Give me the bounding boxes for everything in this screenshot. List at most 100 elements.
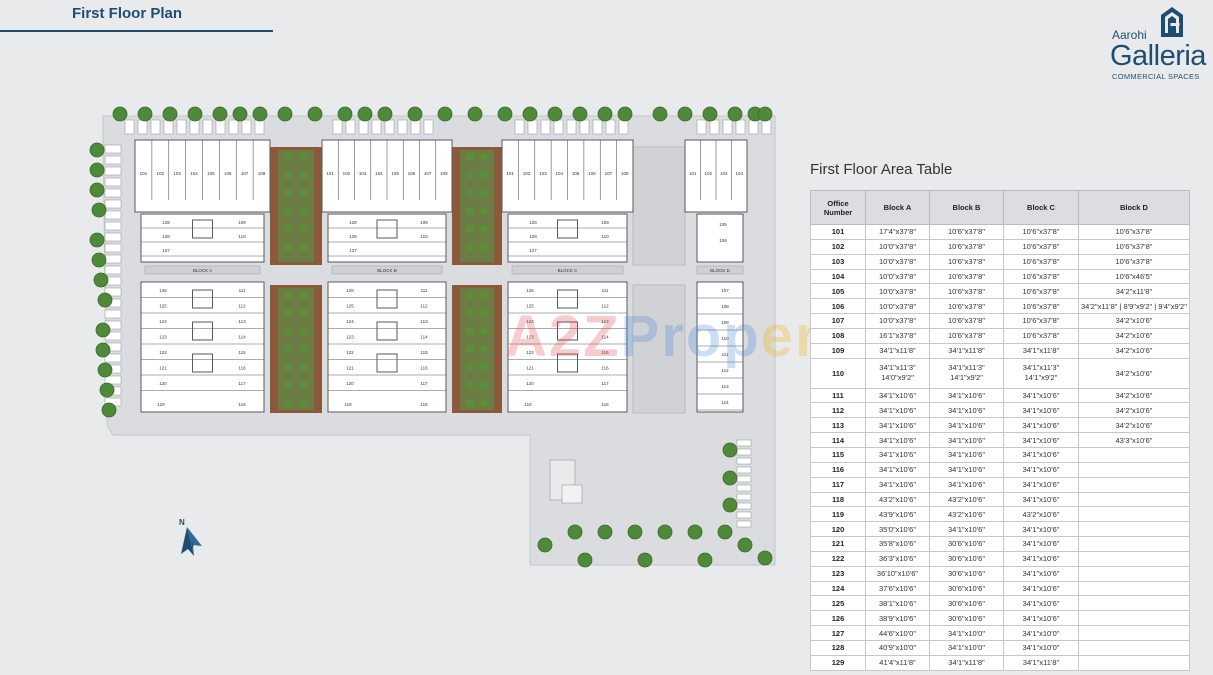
tree-icon (101, 402, 117, 418)
block-d-cell (1078, 506, 1190, 523)
block-b-cell: 34'1"x10'6" (929, 387, 1004, 404)
block-d-cell: 34'2"x10'6" (1078, 313, 1190, 329)
tree-icon (357, 106, 373, 122)
block-c-cell: 34'1"x10'6" (1003, 521, 1079, 538)
block-a-cell: 10'0"x37'8" (865, 238, 930, 255)
tree-icon (112, 106, 128, 122)
office-label: 118 (420, 402, 428, 407)
parking-bay (202, 119, 213, 135)
tree-icon (577, 552, 593, 568)
title-underline (0, 30, 273, 32)
block-d-cell (1078, 536, 1190, 552)
block-b-cell: 34'1"x10'0" (929, 625, 1004, 641)
office-number-cell: 124 (810, 580, 866, 597)
office-label: 117 (420, 381, 428, 386)
shrub-icon (480, 189, 488, 197)
block-b-cell: 30'6"x10'6" (929, 565, 1004, 582)
shrub-icon (466, 309, 474, 317)
office-number-cell: 119 (810, 506, 866, 523)
office-number-cell: 122 (810, 550, 866, 567)
office-number-cell: 121 (810, 536, 866, 552)
shop-label: 102 (523, 171, 531, 176)
office-number-cell: 112 (810, 402, 866, 419)
header-block-c: Block C (1003, 190, 1079, 225)
parking-bay (384, 119, 395, 135)
block-a-cell: 36'10"x10'6" (865, 565, 930, 582)
shrub-icon (480, 207, 488, 215)
block-c-cell: 34'1"x10'6" (1003, 461, 1079, 478)
shrub-icon (300, 291, 308, 299)
block-c-cell: 34'1"x11'8" (1003, 342, 1079, 359)
tree-icon (757, 550, 773, 566)
block-b-cell: 10'6"x37'8" (929, 298, 1004, 315)
brand-name-aarohi: Aarohi (1112, 28, 1147, 42)
tree-icon (697, 552, 713, 568)
parking-bay (514, 119, 525, 135)
tree-icon (617, 106, 633, 122)
office-label: 116 (238, 366, 246, 371)
block-lower-section (327, 281, 447, 413)
parking-bay (761, 119, 772, 135)
block-a-cell: 10'0"x37'8" (865, 313, 930, 329)
shrub-icon (466, 189, 474, 197)
block-b-cell: 34'1"x10'6" (929, 417, 1004, 434)
shrub-icon (300, 399, 308, 407)
block-d-cell (1078, 654, 1190, 671)
parking-bay (736, 439, 752, 447)
block-c-cell: 34'1"x10'6" (1003, 491, 1079, 508)
shrub-icon (480, 363, 488, 371)
block-a-cell: 34'1"x10'6" (865, 432, 930, 448)
block-a-cell: 34'1"x11'8" (865, 342, 930, 359)
office-label: 108 (721, 304, 729, 309)
parking-bay (736, 466, 752, 474)
tree-icon (467, 106, 483, 122)
shop-label: 103 (359, 171, 367, 176)
office-number-cell: 104 (810, 268, 866, 285)
tree-icon (637, 552, 653, 568)
tree-icon (89, 232, 105, 248)
office-label: 123 (346, 335, 354, 340)
tree-icon (717, 524, 733, 540)
shop-label: 108 (621, 171, 629, 176)
shop-label: 105 (391, 171, 399, 176)
compass-icon: N (179, 518, 202, 556)
block-d-cell (1078, 610, 1190, 627)
block-b-cell: 30'6"x10'6" (929, 580, 1004, 597)
block-label: BLOCK B (377, 268, 397, 273)
block-label: BLOCK A (193, 268, 212, 273)
parking-bay (735, 119, 746, 135)
block-b-cell: 34'1"x10'6" (929, 476, 1004, 493)
tree-icon (232, 106, 248, 122)
tree-icon (97, 292, 113, 308)
block-b-cell: 30'6"x10'6" (929, 610, 1004, 627)
office-label: 113 (420, 319, 428, 324)
shop-label: 101 (506, 171, 514, 176)
block-c-cell: 10'6"x37'8" (1003, 253, 1079, 270)
office-label: 127 (162, 248, 170, 253)
parking-bay (104, 265, 122, 275)
parking-bay (358, 119, 369, 135)
office-label: 125 (159, 304, 167, 309)
shrub-icon (284, 291, 292, 299)
office-label: 125 (346, 304, 354, 309)
office-label: 127 (349, 248, 357, 253)
office-label: 120 (526, 381, 534, 386)
parking-bay (124, 119, 135, 135)
stair-core (192, 353, 213, 373)
office-label: 119 (157, 402, 165, 407)
shrub-icon (300, 225, 308, 233)
block-b-cell: 34'1"x11'8" (929, 342, 1004, 359)
office-label: 109 (238, 220, 246, 225)
block-b-cell: 30'6"x10'6" (929, 595, 1004, 612)
block-b-cell: 34'1"x10'6" (929, 432, 1004, 448)
brand-name-galleria: Galleria (1110, 40, 1206, 72)
parking-bay (150, 119, 161, 135)
office-label: 111 (421, 288, 428, 293)
office-label: 112 (601, 304, 609, 309)
